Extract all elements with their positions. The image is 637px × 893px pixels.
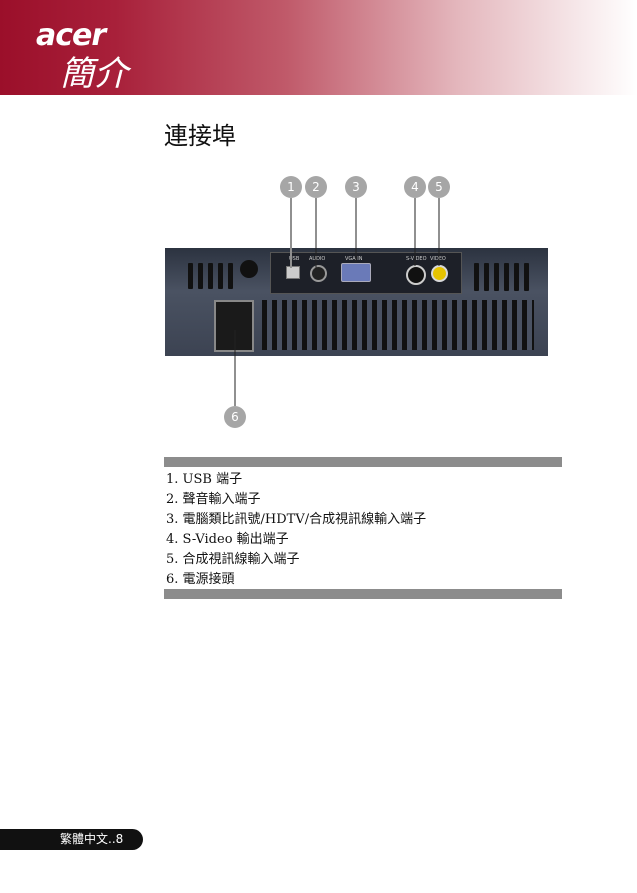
vent-slot	[208, 263, 213, 289]
port-label-svideo: S-VIDEO	[406, 256, 427, 262]
list-item: 4. S-Video 輸出端子	[166, 532, 289, 547]
acer-logo: acer	[36, 18, 106, 53]
lower-vent-grille	[262, 300, 534, 350]
page-footer-tab: 繁體中文..8	[0, 829, 143, 850]
power-socket-icon	[214, 300, 254, 352]
svideo-port-icon	[406, 265, 426, 285]
list-item: 6. 電源接頭	[166, 572, 235, 587]
callout-badge-1: 1	[280, 176, 302, 198]
callout-badge-6: 6	[224, 406, 246, 428]
callout-badge-5: 5	[428, 176, 450, 198]
section-title: 簡介	[60, 54, 128, 94]
vent-slot	[494, 263, 499, 291]
video-port-icon	[431, 265, 448, 282]
vga-port-icon	[341, 263, 371, 282]
vent-slot	[524, 263, 529, 291]
callout-badge-2: 2	[305, 176, 327, 198]
divider-top	[164, 457, 562, 467]
usb-port-icon	[286, 266, 300, 279]
vent-slot	[474, 263, 479, 291]
vent-slot	[218, 263, 223, 289]
vent-slot	[188, 263, 193, 289]
vent-slot	[504, 263, 509, 291]
port-label-vga: VGA IN	[345, 256, 363, 262]
header-banner: acer 簡介	[0, 0, 637, 95]
divider-bottom	[164, 589, 562, 599]
page-number: 繁體中文..8	[60, 832, 124, 846]
vent-slot	[228, 263, 233, 289]
audio-port-icon	[310, 265, 327, 282]
sensor-icon	[240, 260, 258, 278]
connector-list: 1. USB 端子 2. 聲音輸入端子 3. 電腦類比訊號/HDTV/合成視訊線…	[166, 470, 426, 590]
callout-badge-3: 3	[345, 176, 367, 198]
port-label-usb: USB	[289, 256, 300, 262]
port-strip	[270, 252, 462, 294]
list-item: 5. 合成視訊線輸入端子	[166, 552, 300, 567]
page-heading: 連接埠	[164, 122, 236, 150]
list-item: 1. USB 端子	[166, 472, 243, 487]
list-item: 2. 聲音輸入端子	[166, 492, 261, 507]
port-label-audio: AUDIO	[309, 256, 326, 262]
list-item: 3. 電腦類比訊號/HDTV/合成視訊線輸入端子	[166, 512, 427, 527]
callout-badge-4: 4	[404, 176, 426, 198]
vent-slot	[198, 263, 203, 289]
port-label-video: VIDEO	[430, 256, 446, 262]
vent-slot	[514, 263, 519, 291]
vent-slot	[484, 263, 489, 291]
